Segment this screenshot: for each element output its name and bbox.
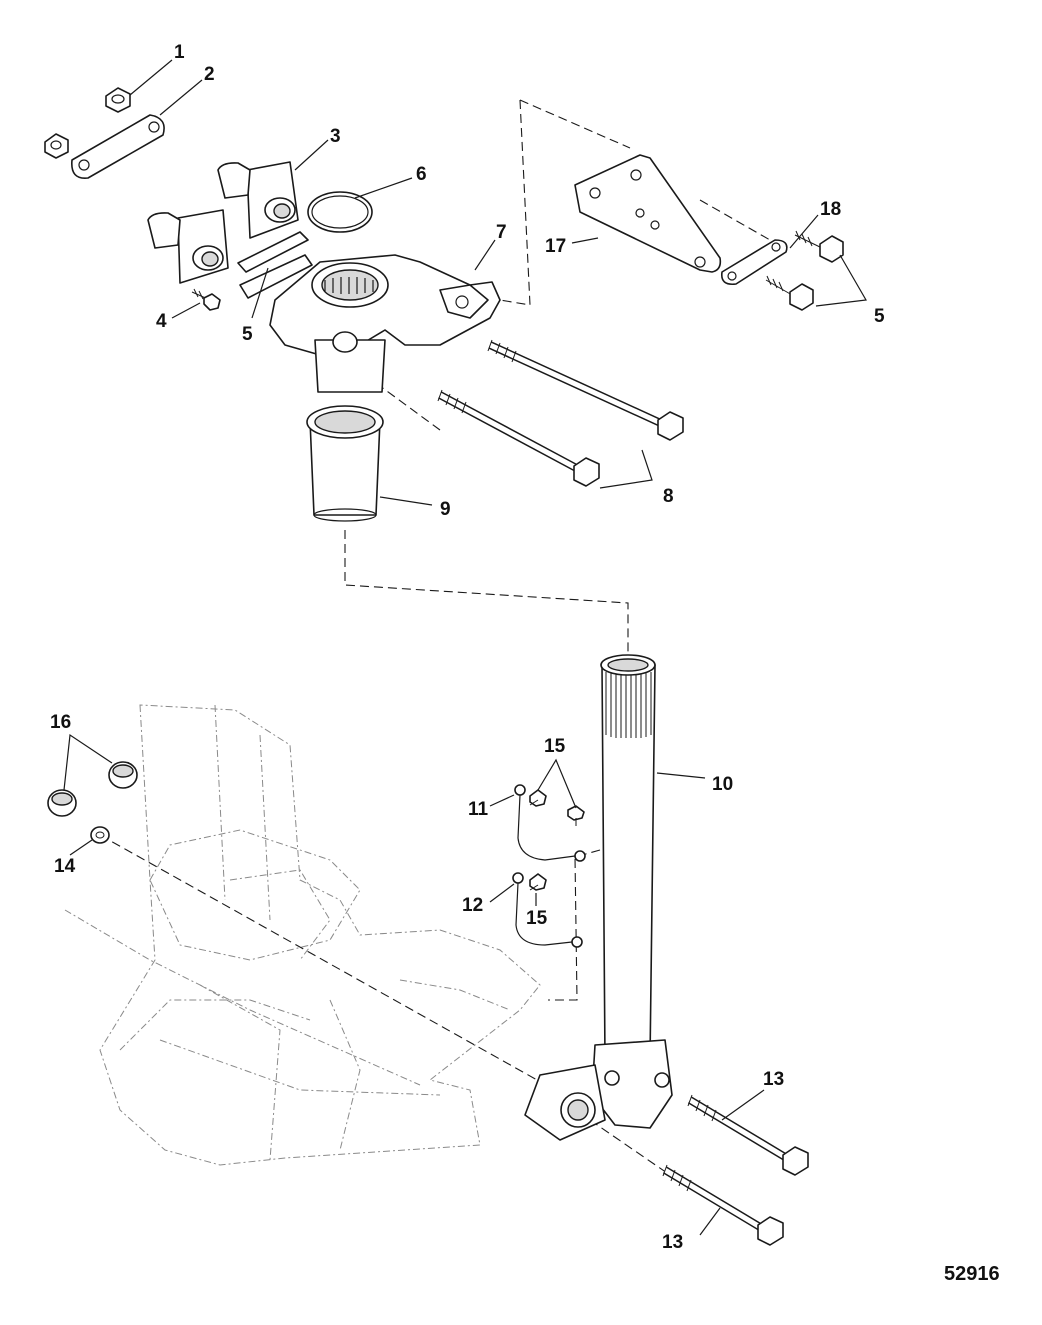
mount-bushing-part-3 (147, 161, 299, 284)
figure-number: 52916 (944, 1263, 1000, 1285)
callout-7: 7 (496, 222, 507, 243)
callout-1: 1 (174, 42, 185, 63)
shim-part-18 (720, 239, 788, 286)
washer-part-14 (90, 826, 110, 844)
callout-9: 9 (440, 499, 451, 520)
callout-14: 14 (54, 856, 76, 877)
screw-part-15 (529, 789, 585, 891)
bolt-part-5 (765, 230, 844, 311)
bolt-part-13 (662, 1094, 809, 1246)
callout-labels: 1 2 3 6 7 18 17 4 5 5 8 9 15 10 11 12 15… (50, 42, 1000, 1285)
spacer-part-5 (237, 231, 313, 299)
callout-8: 8 (663, 486, 674, 507)
ground-wire-part-12 (512, 872, 583, 948)
callout-11: 11 (468, 799, 489, 820)
callout-15-bottom: 15 (526, 908, 548, 929)
nut-part-1 (44, 87, 131, 159)
bushing-part-9 (306, 405, 384, 522)
callout-15-top: 15 (544, 736, 566, 757)
swivel-bracket-part-7 (269, 254, 501, 393)
callout-4: 4 (156, 311, 167, 332)
steering-tube-part-10 (524, 654, 673, 1141)
o-ring-part-6 (307, 191, 373, 233)
screw-part-4 (191, 288, 221, 311)
callout-18: 18 (820, 199, 841, 220)
callout-10: 10 (712, 774, 733, 795)
callout-5-left: 5 (242, 324, 253, 345)
callout-13-bottom: 13 (662, 1232, 683, 1253)
bracket-plate-part-17 (574, 154, 722, 273)
gearcase-housing-outline (64, 704, 541, 1166)
callout-5-right: 5 (874, 306, 885, 327)
cap-part-16 (47, 761, 138, 817)
callout-12: 12 (462, 895, 483, 916)
long-bolt-part-8 (437, 339, 684, 487)
callout-3: 3 (330, 126, 341, 147)
strap-part-2 (71, 114, 165, 179)
assembly-lines (99, 99, 771, 1176)
callout-13-top: 13 (763, 1069, 784, 1090)
leader-lines (63, 59, 867, 1236)
callout-17: 17 (545, 236, 566, 257)
callout-16: 16 (50, 712, 71, 733)
callout-6: 6 (416, 164, 427, 185)
ground-wire-part-11 (514, 784, 586, 862)
callout-2: 2 (204, 64, 215, 85)
